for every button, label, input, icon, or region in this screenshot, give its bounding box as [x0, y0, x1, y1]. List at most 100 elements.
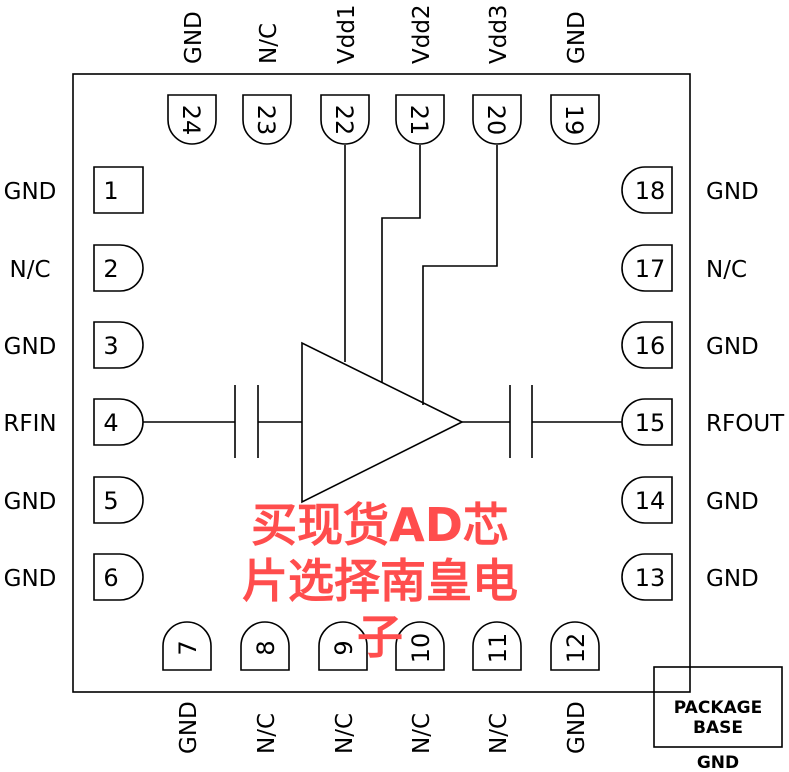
pin-2: 2 N/C [9, 244, 144, 292]
pin-label: N/C [9, 257, 50, 283]
pin-number: 22 [330, 105, 358, 136]
pin-number: 6 [103, 564, 118, 592]
package-base-line1: PACKAGE [674, 698, 762, 718]
pin-label: GND [4, 334, 57, 360]
pin-number: 23 [252, 105, 280, 136]
pin-pad [621, 553, 673, 601]
pin-label: GND [176, 701, 202, 754]
pin-10: 10N/C [395, 621, 445, 754]
vdd3-wire [422, 145, 498, 405]
pin-pad [167, 94, 217, 145]
pin-pad [550, 621, 600, 671]
package-outline [72, 73, 691, 693]
output-capacitor [462, 385, 622, 458]
pin-number: 18 [635, 177, 666, 205]
pin-pad [93, 553, 144, 601]
pin-pad [162, 621, 212, 671]
pin-label: GND [706, 489, 759, 515]
input-capacitor [143, 385, 302, 458]
pin-label: Vdd3 [486, 4, 512, 64]
pin-pad [621, 398, 673, 446]
pin-pad [93, 166, 144, 214]
pin-label: GND [564, 701, 590, 754]
pin-number: 12 [562, 633, 590, 664]
pin-4: 4 RFIN [3, 398, 144, 446]
pin-1: 1 GND [4, 166, 144, 214]
pin-18: 18 GND [621, 166, 759, 214]
pin-pad [395, 94, 445, 145]
pin-3: 3 GND [4, 321, 144, 369]
pin-13: 13 GND [621, 553, 759, 601]
pin-number: 11 [484, 633, 512, 664]
pin-pad [242, 94, 292, 145]
pin-pad [472, 94, 522, 145]
vdd2-wire [381, 145, 421, 383]
pin-label: N/C [409, 713, 435, 754]
pin-label: GND [4, 566, 57, 592]
pin-number: 20 [482, 105, 510, 136]
pin-pad [472, 621, 522, 671]
pin-9: 9N/C [318, 621, 368, 754]
pin-number: 5 [103, 487, 118, 515]
pin-19: 19 GND [550, 11, 600, 145]
pin-label: GND [4, 489, 57, 515]
pin-pad [550, 94, 600, 145]
pin-label: RFOUT [706, 411, 785, 437]
package-base-line2: BASE [693, 718, 743, 738]
pin-number: 7 [174, 640, 202, 655]
pin-label: N/C [332, 713, 358, 754]
pin-pad [93, 476, 144, 524]
pin-number: 21 [405, 105, 433, 136]
pin-pad [240, 621, 290, 671]
pin-pad [621, 476, 673, 524]
pin-number: 4 [103, 409, 118, 437]
pin-number: 10 [407, 633, 435, 664]
pin-number: 3 [103, 332, 118, 360]
pin-8: 8N/C [240, 621, 290, 754]
pin-label: Vdd1 [334, 4, 360, 64]
pin-pad [93, 244, 144, 292]
pin-label: N/C [706, 257, 747, 283]
watermark: 买现货AD芯片选择南皇电子 [242, 498, 518, 664]
pin-6: 6 GND [4, 553, 144, 601]
pin-number: 9 [330, 640, 358, 655]
pin-pad [93, 321, 144, 369]
pin-label: RFIN [3, 411, 56, 437]
package-base-gnd: GND [697, 753, 739, 772]
pin-number: 2 [103, 255, 118, 283]
pin-number: 16 [635, 332, 666, 360]
pin-label: Vdd2 [409, 4, 435, 64]
pin-17: 17 N/C [621, 244, 747, 292]
package-base-box [653, 666, 783, 748]
pin-label: GND [181, 11, 207, 64]
pin-label: GND [706, 566, 759, 592]
pin-number: 13 [635, 564, 666, 592]
pin-pad [621, 321, 673, 369]
pin-number: 24 [177, 105, 205, 136]
pin-label: GND [4, 179, 57, 205]
pin-pad [318, 621, 368, 671]
pin-pad [395, 621, 445, 671]
pin-23: 23 N/C [242, 23, 292, 145]
pin-label: N/C [256, 23, 282, 64]
pin-number: 19 [560, 105, 588, 136]
pin-15: 15 RFOUT [621, 398, 785, 446]
pin-number: 1 [103, 177, 118, 205]
pin-24: 24 GND [167, 11, 217, 145]
pin-label: GND [706, 179, 759, 205]
pin-pad [621, 166, 673, 214]
pin-label: N/C [254, 713, 280, 754]
pin-pad [621, 244, 673, 292]
pin-pad [320, 94, 370, 145]
pin-label: GND [564, 11, 590, 64]
pin-number: 15 [635, 409, 666, 437]
pin-number: 17 [635, 255, 666, 283]
pin-label: N/C [486, 713, 512, 754]
pin-pad [93, 398, 144, 446]
pin-22: 22 Vdd1 [320, 4, 370, 145]
